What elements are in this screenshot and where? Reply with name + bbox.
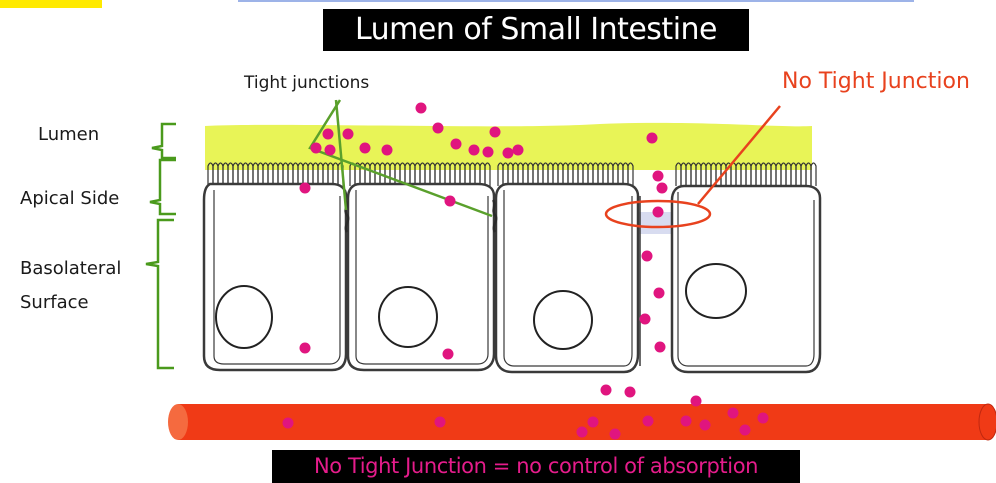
absorbed-particle-icon xyxy=(657,183,668,194)
label-basolateral-surface: Basolateral Surface xyxy=(20,252,121,320)
absorbed-particle-icon xyxy=(647,133,658,144)
absorbed-particle-icon xyxy=(700,420,711,431)
absorbed-particle-icon xyxy=(325,145,336,156)
absorbed-particle-icon xyxy=(653,171,664,182)
absorbed-particle-icon xyxy=(433,123,444,134)
absorbed-particle-icon xyxy=(625,387,636,398)
absorbed-particle-icon xyxy=(445,196,456,207)
label-no-tight-junction: No Tight Junction xyxy=(782,69,970,94)
absorbed-particle-icon xyxy=(416,103,427,114)
absorbed-particle-icon xyxy=(490,127,501,138)
cell-nucleus-icon xyxy=(686,264,746,318)
absorbed-particle-icon xyxy=(655,342,666,353)
label-tight-junctions: Tight junctions xyxy=(244,73,369,93)
basolateral-bracket xyxy=(146,220,174,368)
absorbed-particle-icon xyxy=(343,129,354,140)
absorbed-particle-icon xyxy=(311,143,322,154)
absorbed-particle-icon xyxy=(654,288,665,299)
epithelial-cell-1 xyxy=(204,184,346,370)
apical-bracket xyxy=(150,160,176,214)
absorbed-particle-icon xyxy=(513,145,524,156)
label-basolateral-line1: Basolateral xyxy=(20,252,121,286)
label-lumen: Lumen xyxy=(38,124,99,145)
absorbed-particle-icon xyxy=(691,396,702,407)
absorbed-particle-icon xyxy=(577,427,588,438)
absorbed-particle-icon xyxy=(728,408,739,419)
absorbed-particle-icon xyxy=(469,145,480,156)
absorbed-particle-icon xyxy=(300,343,311,354)
absorbed-particle-icon xyxy=(642,251,653,262)
absorbed-particle-icon xyxy=(653,207,664,218)
absorbed-particle-icon xyxy=(601,385,612,396)
cell-nucleus-icon xyxy=(216,286,272,348)
cell-nucleus-icon xyxy=(379,287,437,347)
absorbed-particle-icon xyxy=(681,416,692,427)
absorbed-particle-icon xyxy=(435,417,446,428)
absorbed-particle-icon xyxy=(283,418,294,429)
absorbed-particle-icon xyxy=(610,429,621,440)
layer-brackets xyxy=(146,124,176,368)
absorbed-particle-icon xyxy=(382,145,393,156)
absorbed-particle-icon xyxy=(323,129,334,140)
label-basolateral-line2: Surface xyxy=(20,286,121,320)
absorbed-particle-icon xyxy=(443,349,454,360)
absorbed-particle-icon xyxy=(483,147,494,158)
label-apical-side: Apical Side xyxy=(20,188,119,209)
absorbed-particle-icon xyxy=(758,413,769,424)
absorbed-particle-icon xyxy=(360,143,371,154)
absorbed-particle-icon xyxy=(643,416,654,427)
absorbed-particle-icon xyxy=(300,183,311,194)
cell-nucleus-icon xyxy=(534,291,592,349)
absorbed-particle-icon xyxy=(740,425,751,436)
absorbed-particle-icon xyxy=(640,314,651,325)
lumen-bracket xyxy=(152,124,176,158)
absorbed-particle-icon xyxy=(451,139,462,150)
caption: No Tight Junction = no control of absorp… xyxy=(272,450,800,483)
page-title: Lumen of Small Intestine xyxy=(323,9,749,51)
absorbed-particle-icon xyxy=(588,417,599,428)
absorbed-particle-icon xyxy=(503,148,514,159)
